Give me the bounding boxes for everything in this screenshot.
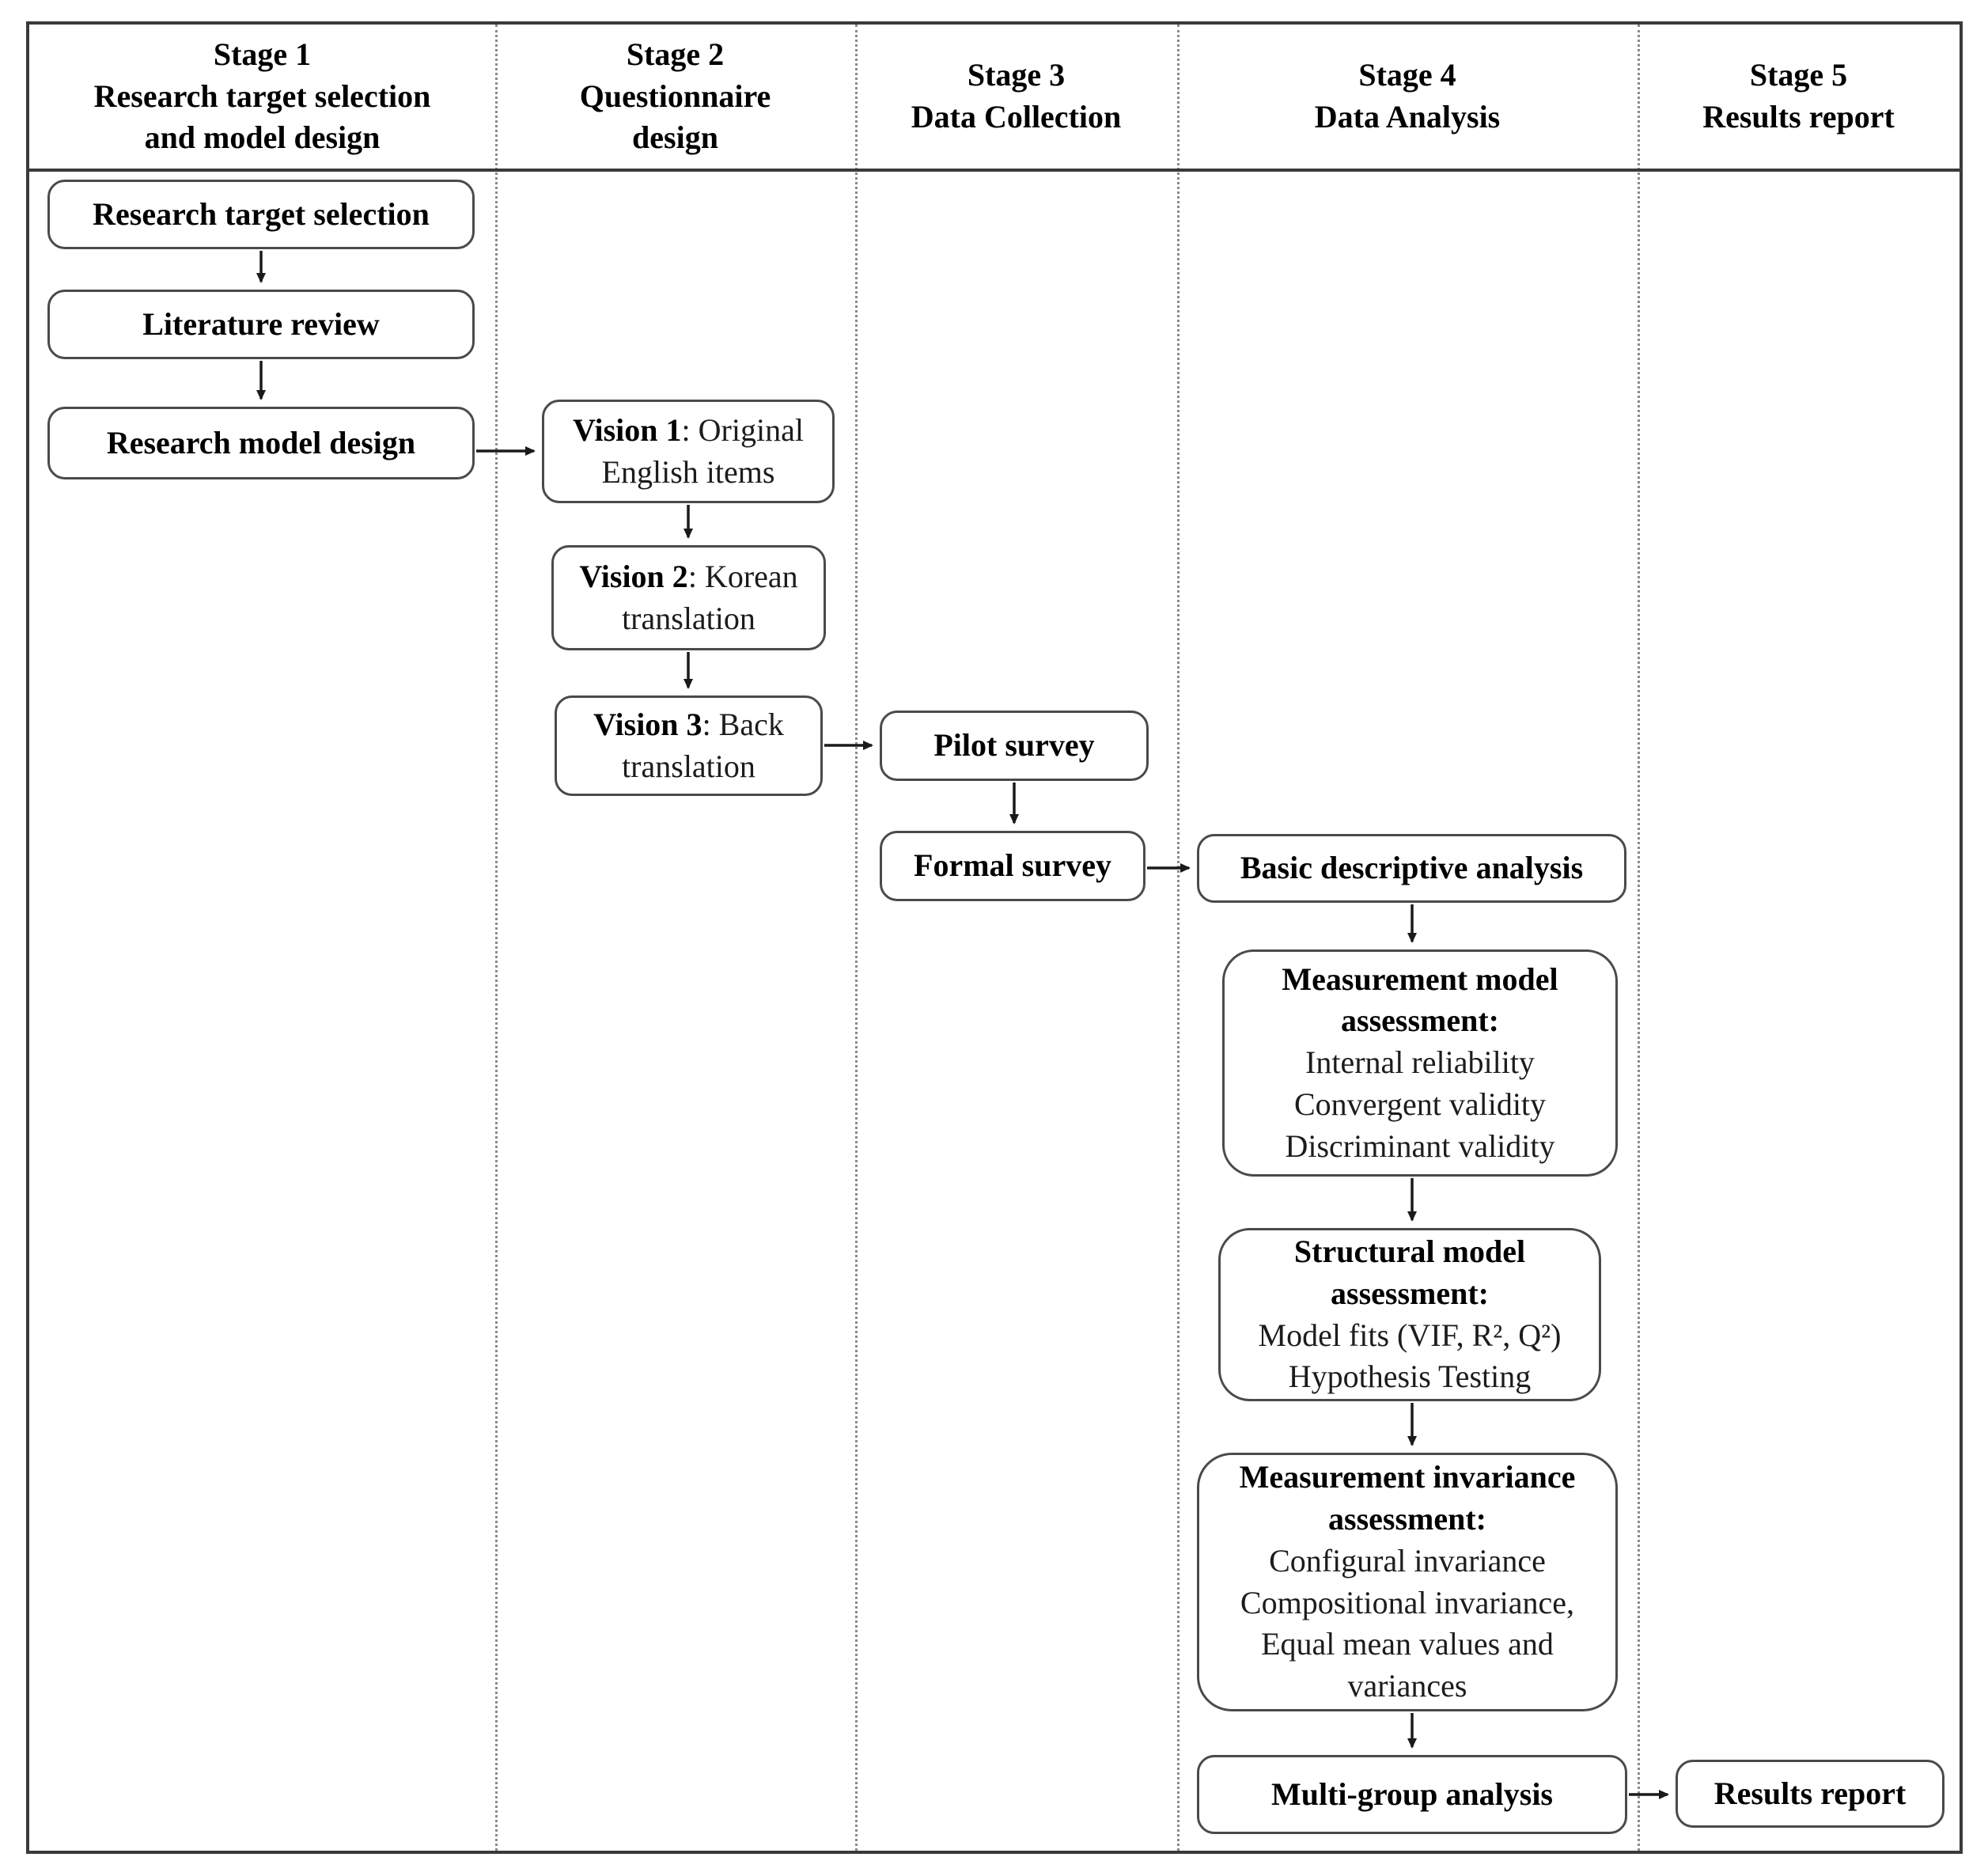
box-multi-group-analysis-label: Multi-group analysis bbox=[1271, 1776, 1553, 1812]
box-measurement-invariance-assessment: Measurement invariance assessment: Confi… bbox=[1197, 1453, 1618, 1711]
box-measurement-invariance-assessment-detail: Configural invariance bbox=[1269, 1542, 1546, 1578]
box-pilot-survey: Pilot survey bbox=[880, 711, 1149, 781]
box-measurement-model-assessment-title: Measurement model assessment: bbox=[1282, 961, 1558, 1039]
box-formal-survey: Formal survey bbox=[880, 831, 1145, 901]
box-research-target-selection-label: Research target selection bbox=[93, 195, 430, 232]
box-results-report: Results report bbox=[1676, 1760, 1944, 1828]
header-separator-line bbox=[29, 169, 1960, 172]
box-vision-2-label-bold: Vision 2 bbox=[579, 558, 688, 594]
box-vision-1-label-bold: Vision 1 bbox=[573, 411, 682, 448]
box-vision-3-label: Vision 3: Back translation bbox=[568, 704, 809, 788]
stage-5-header-line: Stage 5 bbox=[1749, 57, 1848, 93]
box-structural-model-assessment-title: Structural model assessment: bbox=[1293, 1233, 1526, 1311]
box-vision-2: Vision 2: Korean translation bbox=[551, 545, 826, 650]
box-basic-descriptive-analysis: Basic descriptive analysis bbox=[1197, 834, 1626, 903]
stage-4-header-line: Data Analysis bbox=[1314, 99, 1501, 135]
box-research-target-selection: Research target selection bbox=[47, 180, 475, 249]
stage-1-header-line: Stage 1 bbox=[213, 36, 312, 72]
box-basic-descriptive-analysis-label: Basic descriptive analysis bbox=[1240, 850, 1584, 886]
stage-4-header: Stage 4 Data Analysis bbox=[1177, 25, 1638, 169]
box-vision-3: Vision 3: Back translation bbox=[555, 695, 823, 796]
box-literature-review: Literature review bbox=[47, 290, 475, 359]
stage-5-header-line: Results report bbox=[1702, 99, 1895, 135]
box-vision-1-label: Vision 1: Original English items bbox=[555, 410, 821, 494]
box-research-model-design-label: Research model design bbox=[106, 424, 416, 460]
stage-4-header-line: Stage 4 bbox=[1358, 57, 1456, 93]
box-structural-model-assessment: Structural model assessment: Model fits … bbox=[1218, 1228, 1601, 1401]
stage-3-header: Stage 3 Data Collection bbox=[855, 25, 1177, 169]
box-measurement-model-assessment-detail: Convergent validity bbox=[1293, 1086, 1547, 1122]
column-divider-4 bbox=[1638, 25, 1640, 1851]
stage-1-header: Stage 1 Research target selection and mo… bbox=[29, 25, 495, 169]
box-measurement-model-assessment-detail: Discriminant validity bbox=[1285, 1127, 1555, 1164]
box-formal-survey-label: Formal survey bbox=[914, 847, 1111, 884]
box-measurement-model-assessment-detail: Internal reliability bbox=[1305, 1044, 1535, 1081]
stage-2-header-line: Stage 2 bbox=[626, 36, 725, 72]
box-measurement-invariance-assessment-detail: Compositional invariance, bbox=[1240, 1584, 1575, 1620]
box-structural-model-assessment-detail: Model fits (VIF, R², Q²) bbox=[1258, 1317, 1562, 1353]
box-vision-1-label-rest: : Original English items bbox=[601, 411, 804, 490]
box-vision-2-label-rest: : Korean translation bbox=[622, 558, 798, 636]
box-measurement-invariance-assessment-title: Measurement invariance assessment: bbox=[1239, 1459, 1576, 1537]
stage-2-header: Stage 2 Questionnaire design bbox=[495, 25, 855, 169]
box-multi-group-analysis: Multi-group analysis bbox=[1197, 1755, 1627, 1834]
stage-5-header: Stage 5 Results report bbox=[1638, 25, 1960, 169]
stage-2-header-line: design bbox=[632, 119, 718, 156]
stage-2-header-line: Questionnaire bbox=[579, 78, 771, 114]
stage-1-header-line: Research target selection bbox=[93, 78, 431, 114]
box-vision-3-label-rest: : Back translation bbox=[622, 706, 784, 784]
box-measurement-model-assessment: Measurement model assessment: Internal r… bbox=[1222, 949, 1618, 1177]
box-pilot-survey-label: Pilot survey bbox=[933, 727, 1095, 764]
box-literature-review-label: Literature review bbox=[142, 305, 380, 342]
box-vision-1: Vision 1: Original English items bbox=[542, 400, 835, 503]
stage-3-header-line: Data Collection bbox=[911, 99, 1122, 135]
column-divider-1 bbox=[495, 25, 498, 1851]
column-divider-2 bbox=[855, 25, 858, 1851]
column-divider-3 bbox=[1177, 25, 1180, 1851]
box-research-model-design: Research model design bbox=[47, 407, 475, 479]
stage-1-header-line: and model design bbox=[144, 119, 381, 156]
box-results-report-label: Results report bbox=[1713, 1775, 1907, 1811]
stage-3-header-line: Stage 3 bbox=[967, 57, 1066, 93]
box-structural-model-assessment-detail: Hypothesis Testing bbox=[1288, 1359, 1532, 1395]
box-vision-3-label-bold: Vision 3 bbox=[593, 706, 702, 742]
box-vision-2-label: Vision 2: Korean translation bbox=[565, 556, 812, 640]
box-measurement-invariance-assessment-detail: Equal mean values and variances bbox=[1261, 1626, 1554, 1704]
